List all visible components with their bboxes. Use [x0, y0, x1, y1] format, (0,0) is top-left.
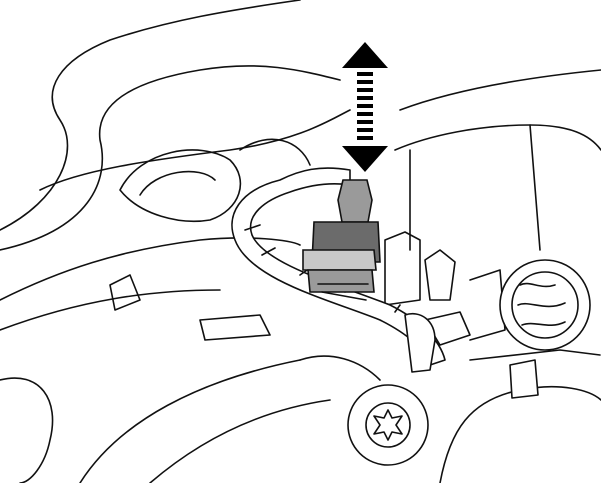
hose-clamp	[499, 259, 591, 399]
connector	[302, 179, 381, 301]
harness-clip	[404, 311, 471, 373]
double-arrow-icon	[342, 42, 388, 172]
torx-bolt	[347, 384, 429, 466]
